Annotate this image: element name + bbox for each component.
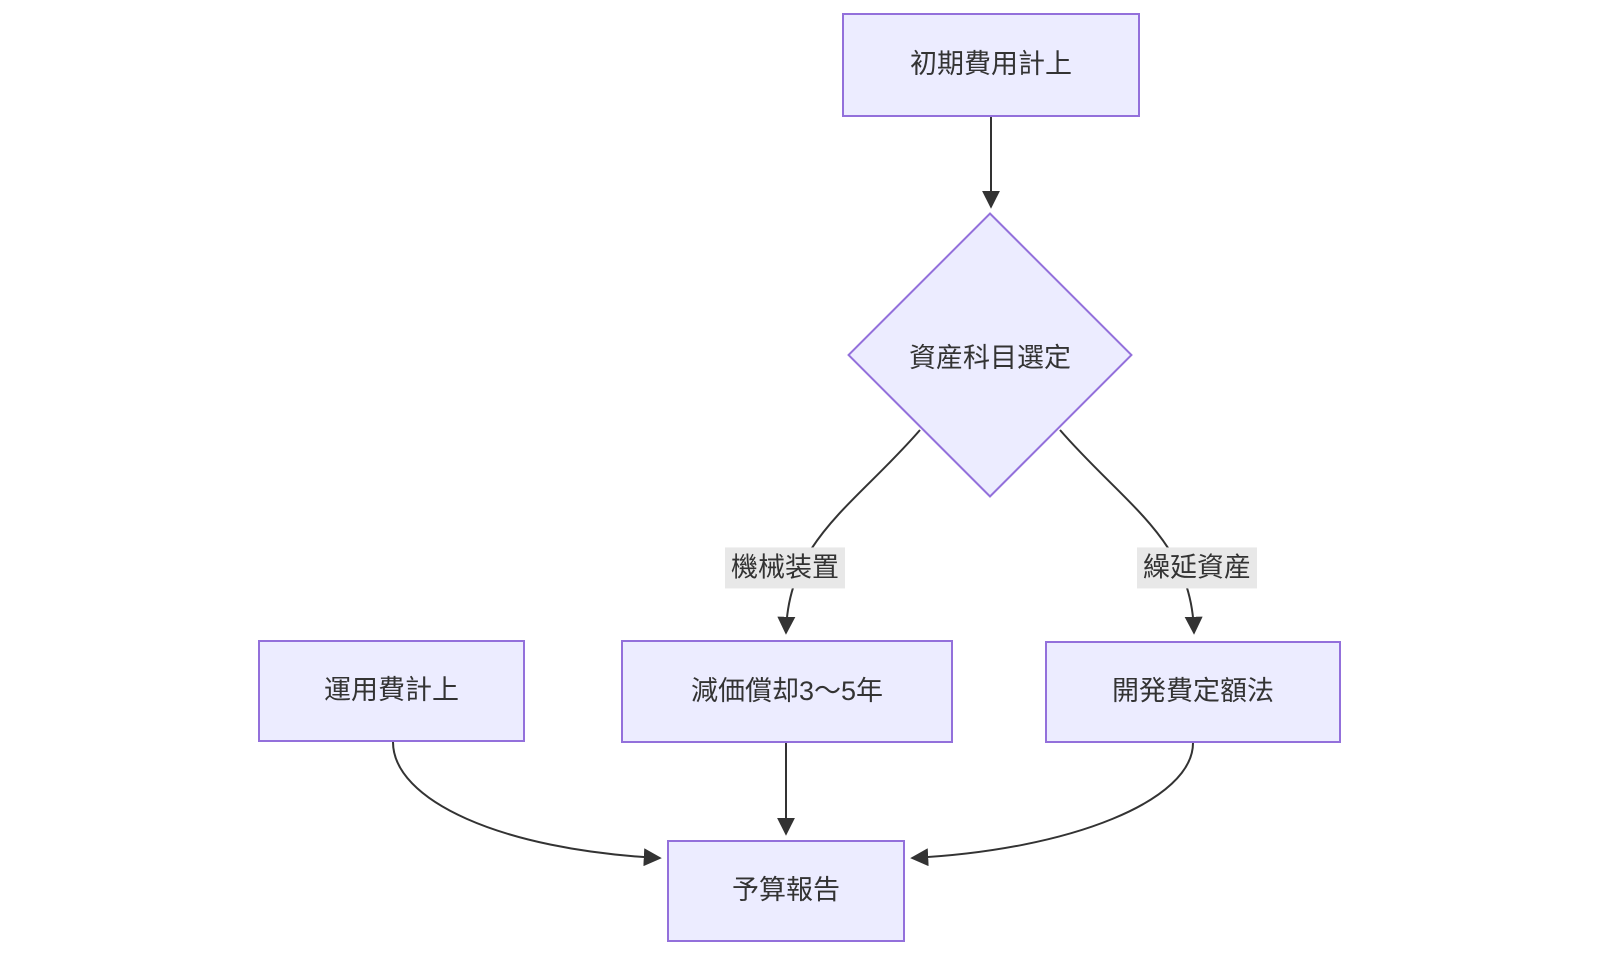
edge-development-to-budget [910, 742, 1194, 867]
node-asset-selection-text: 資産科目選定 [909, 342, 1071, 373]
edge-selection-to-development [1059, 429, 1203, 635]
node-operating-cost-label: 運用費計上 [324, 675, 459, 706]
node-initial-cost-label: 初期費用計上 [910, 49, 1072, 80]
edge-label-machinery-text: 機械装置 [731, 552, 839, 583]
node-development-cost: 開発費定額法 [1045, 641, 1341, 743]
edge-operating-to-budget [392, 741, 662, 867]
edge-selection-to-depreciation [777, 429, 921, 635]
node-asset-selection-label: 資産科目選定 [840, 328, 1140, 382]
node-initial-cost: 初期費用計上 [842, 13, 1140, 117]
node-depreciation-label: 減価償却3〜5年 [690, 675, 884, 706]
edge-label-machinery: 機械装置 [725, 547, 845, 589]
node-depreciation: 減価償却3〜5年 [621, 640, 953, 743]
edge-label-deferred-asset-text: 繰延資産 [1143, 552, 1251, 583]
node-development-cost-label: 開発費定額法 [1112, 676, 1274, 707]
node-operating-cost: 運用費計上 [258, 640, 525, 742]
node-budget-report-label: 予算報告 [732, 875, 840, 906]
edge-label-deferred-asset: 繰延資産 [1137, 547, 1257, 589]
node-budget-report: 予算報告 [667, 840, 905, 942]
